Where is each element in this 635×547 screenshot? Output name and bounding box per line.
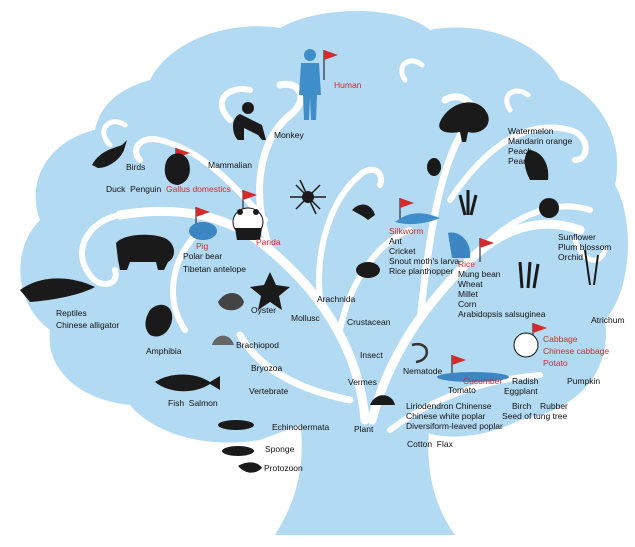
label-reptiles: Reptiles bbox=[56, 308, 87, 318]
label-birch: Birch bbox=[512, 401, 531, 411]
label-vertebrate: Vertebrate bbox=[249, 386, 288, 396]
label-insect: Insect bbox=[360, 350, 383, 360]
label-plum-blossom: Plum blossom bbox=[558, 242, 611, 252]
label-mung-bean: Mung bean bbox=[458, 269, 501, 279]
label-arabidopsis: Arabidopsis salsuginea bbox=[458, 309, 545, 319]
label-mandarin-orange: Mandarin orange bbox=[508, 136, 572, 146]
label-snout-moth: Snout moth's larva bbox=[389, 256, 459, 266]
label-human: Human bbox=[334, 80, 361, 90]
label-seed-tung: Seed of tung tree bbox=[502, 411, 567, 421]
pig-icon bbox=[189, 222, 217, 240]
label-amphibia: Amphibia bbox=[146, 346, 181, 356]
insect-icon bbox=[427, 158, 441, 176]
label-panda: Panda bbox=[256, 237, 281, 247]
label-monkey: Monkey bbox=[274, 130, 304, 140]
label-mammalian: Mammalian bbox=[208, 160, 252, 170]
label-sponge: Sponge bbox=[265, 444, 294, 454]
label-potato: Potato bbox=[543, 358, 568, 368]
label-cabbage: Cabbage bbox=[543, 334, 578, 344]
label-chinese-white-poplar: Chinese white poplar bbox=[406, 411, 485, 421]
label-liriodendron: Liriodendron Chinense bbox=[406, 401, 492, 411]
label-chinese-alligator: Chinese alligator bbox=[56, 320, 119, 330]
label-gallus: Gallus domestics bbox=[166, 184, 231, 194]
protozoon-icon bbox=[238, 462, 262, 472]
label-birds: Birds bbox=[126, 162, 145, 172]
label-bryozoa: Bryozoa bbox=[251, 363, 282, 373]
label-orchid: Orchid bbox=[558, 252, 583, 262]
label-eggplant: Eggplant bbox=[504, 386, 538, 396]
label-rubber: Rubber bbox=[540, 401, 568, 411]
label-rice: Rice bbox=[458, 259, 475, 269]
label-vermes: Vermes bbox=[348, 377, 377, 387]
label-cricket: Cricket bbox=[389, 246, 415, 256]
label-polar-bear: Polar bear bbox=[183, 251, 222, 261]
label-diversiform-poplar: Diversiform-leaved poplar bbox=[406, 421, 503, 431]
label-rice-planthopper: Rice planthopper bbox=[389, 266, 453, 276]
panda-icon bbox=[233, 208, 263, 240]
label-tomato: Tomato bbox=[448, 385, 476, 395]
bush-icon bbox=[539, 198, 559, 218]
sponge-icon bbox=[222, 446, 254, 456]
label-nematode: Nematode bbox=[403, 366, 442, 376]
label-brachiopod: Brachiopod bbox=[236, 340, 279, 350]
cabbage-icon bbox=[514, 333, 538, 357]
label-cotton-flax: Cotton Flax bbox=[407, 439, 453, 449]
label-mollusc: Mollusc bbox=[291, 313, 320, 323]
label-protozoon: Protozoon bbox=[264, 463, 303, 473]
label-arachnida: Arachnida bbox=[317, 294, 355, 304]
crab-icon bbox=[356, 262, 380, 278]
label-radish: Radish bbox=[512, 376, 538, 386]
label-peach: Peach bbox=[508, 146, 532, 156]
label-crustacean: Crustacean bbox=[347, 317, 390, 327]
label-ant: Ant bbox=[389, 236, 402, 246]
rooster-icon bbox=[165, 153, 190, 185]
label-silkworm: Silkworm bbox=[389, 226, 423, 236]
label-tibetan-antelope: Tibetan antelope bbox=[183, 264, 246, 274]
label-pumpkin: Pumpkin bbox=[567, 376, 600, 386]
label-chinese-cabbage: Chinese cabbage bbox=[543, 346, 609, 356]
label-corn: Corn bbox=[458, 299, 476, 309]
tree-trunk bbox=[275, 420, 455, 535]
label-watermelon: Watermelon bbox=[508, 126, 554, 136]
label-pear: Pear bbox=[508, 156, 526, 166]
label-oyster: Oyster bbox=[251, 305, 276, 315]
label-plant: Plant bbox=[354, 424, 373, 434]
label-fish-salmon: Fish Salmon bbox=[168, 398, 218, 408]
label-wheat: Wheat bbox=[458, 279, 483, 289]
sea-cucumber-icon bbox=[218, 420, 254, 430]
label-millet: Millet bbox=[458, 289, 478, 299]
label-atrichum: Atrichum bbox=[591, 315, 625, 325]
label-duck-penguin: Duck Penguin bbox=[106, 184, 161, 194]
label-pig: Pig bbox=[196, 241, 208, 251]
label-sunflower: Sunflower bbox=[558, 232, 596, 242]
label-echinodermata: Echinodermata bbox=[272, 422, 329, 432]
